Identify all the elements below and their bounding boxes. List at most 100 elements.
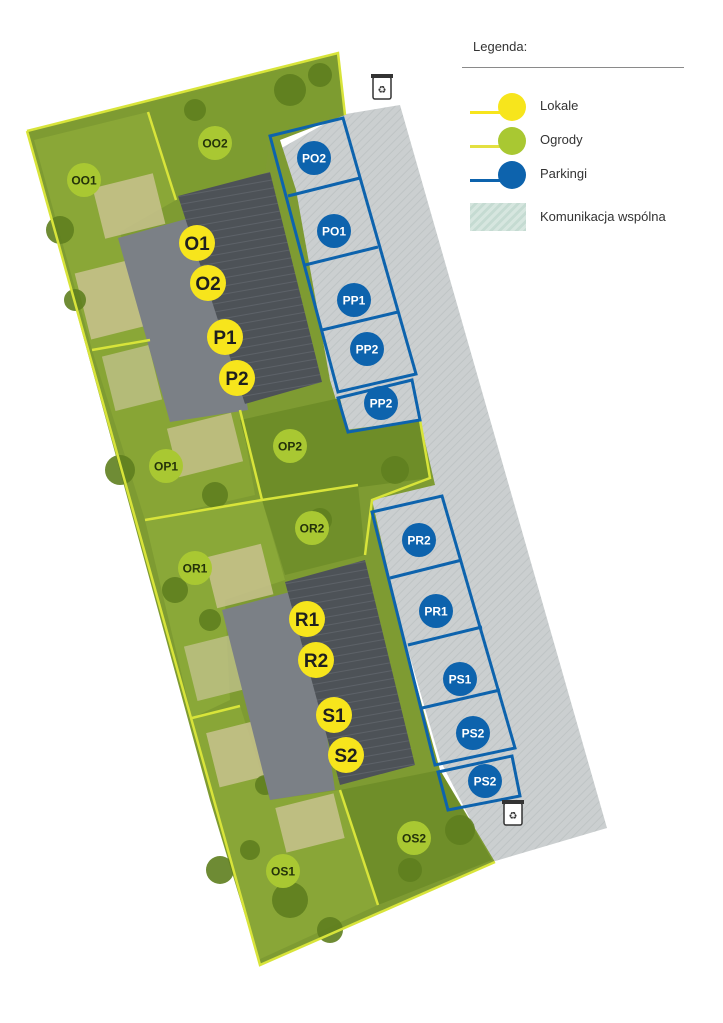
parking-marker-label: PS2 xyxy=(462,726,485,740)
garden-marker-label: OP2 xyxy=(278,439,302,453)
recycle-bin-icon: ♻ xyxy=(371,74,393,100)
parking-marker-pp2[interactable]: PP2 xyxy=(350,332,384,366)
parking-marker-circle xyxy=(402,523,436,557)
garden-marker-or2[interactable]: OR2 xyxy=(295,511,329,545)
terrace xyxy=(166,412,244,478)
parking-marker-circle xyxy=(337,283,371,317)
parking-marker-label: PR1 xyxy=(424,604,448,618)
recycle-bin-icon: ♻ xyxy=(502,800,524,826)
garden-marker-os1[interactable]: OS1 xyxy=(266,854,300,888)
garden-marker-op2[interactable]: OP2 xyxy=(273,429,307,463)
unit-marker-circle xyxy=(289,601,325,637)
parking-outlines xyxy=(268,116,522,812)
legend-dot-parking xyxy=(498,161,526,189)
parking-marker-pp1[interactable]: PP1 xyxy=(337,283,371,317)
terrace xyxy=(275,793,345,853)
terrace xyxy=(101,345,163,411)
garden-marker-or1[interactable]: OR1 xyxy=(178,551,212,585)
legend-label-gardens: Ogrody xyxy=(540,132,583,147)
legend-dot-units xyxy=(498,93,526,121)
garden-marker-circle xyxy=(295,511,329,545)
parking-marker-circle xyxy=(317,214,351,248)
parking-marker-po2[interactable]: PO2 xyxy=(297,141,331,175)
unit-marker-circle xyxy=(328,737,364,773)
unit-marker-r1[interactable]: R1 xyxy=(289,601,325,637)
parking-marker-label: PP1 xyxy=(343,293,366,307)
unit-marker-circle xyxy=(179,225,215,261)
parking-marker-circle xyxy=(419,594,453,628)
unit-marker-p2[interactable]: P2 xyxy=(219,360,255,396)
terrace xyxy=(92,173,166,239)
unit-marker-s2[interactable]: S2 xyxy=(328,737,364,773)
unit-marker-s1[interactable]: S1 xyxy=(316,697,352,733)
parking-marker-label: PP2 xyxy=(356,342,379,356)
parking-marker-label: PR2 xyxy=(407,533,431,547)
garden-marker-oo2[interactable]: OO2 xyxy=(198,126,232,160)
unit-marker-circle xyxy=(190,265,226,301)
building-north xyxy=(118,172,322,422)
legend-label-common-area: Komunikacja wspólna xyxy=(540,209,666,224)
unit-marker-circle xyxy=(219,360,255,396)
garden-marker-os2[interactable]: OS2 xyxy=(397,821,431,855)
garden-marker-circle xyxy=(198,126,232,160)
unit-marker-circle xyxy=(207,319,243,355)
unit-marker-label: O2 xyxy=(195,274,220,295)
legend-title: Legenda: xyxy=(473,39,528,54)
garden-marker-circle xyxy=(266,854,300,888)
garden-marker-label: OO1 xyxy=(71,173,97,187)
svg-text:♻: ♻ xyxy=(378,85,387,96)
garden-marker-label: OR1 xyxy=(183,561,208,575)
unit-marker-label: P2 xyxy=(225,369,248,390)
parking-marker-ps2[interactable]: PS2 xyxy=(468,764,502,798)
legend-label-parking: Parkingi xyxy=(540,166,587,181)
unit-marker-circle xyxy=(298,642,334,678)
parking-marker-label: PO1 xyxy=(322,224,346,238)
legend-line-parking xyxy=(470,179,512,182)
unit-marker-label: R2 xyxy=(304,651,328,672)
parking-marker-ps2[interactable]: PS2 xyxy=(456,716,490,750)
garden-marker-oo1[interactable]: OO1 xyxy=(67,163,101,197)
parking-marker-circle xyxy=(468,764,502,798)
parking-marker-circle xyxy=(297,141,331,175)
garden-marker-circle xyxy=(273,429,307,463)
garden-marker-circle xyxy=(149,449,183,483)
parking-marker-po1[interactable]: PO1 xyxy=(317,214,351,248)
parking-marker-circle xyxy=(350,332,384,366)
legend-swatch-common-area xyxy=(470,203,526,231)
parking-marker-circle xyxy=(364,386,398,420)
parking-marker-circle xyxy=(443,662,477,696)
garden-marker-label: OP1 xyxy=(154,459,178,473)
legend-line-gardens xyxy=(470,145,512,148)
unit-marker-p1[interactable]: P1 xyxy=(207,319,243,355)
legend-divider xyxy=(462,67,684,68)
parking-marker-pp2[interactable]: PP2 xyxy=(364,386,398,420)
unit-marker-r2[interactable]: R2 xyxy=(298,642,334,678)
parking-marker-label: PS2 xyxy=(474,774,497,788)
parking-marker-label: PO2 xyxy=(302,151,326,165)
unit-marker-label: R1 xyxy=(295,610,320,631)
garden-marker-label: OR2 xyxy=(300,521,325,535)
garden-marker-circle xyxy=(178,551,212,585)
unit-marker-label: S1 xyxy=(322,706,346,727)
garden-marker-circle xyxy=(67,163,101,197)
unit-marker-o2[interactable]: O2 xyxy=(190,265,226,301)
unit-marker-label: O1 xyxy=(184,234,210,255)
parking-marker-pr2[interactable]: PR2 xyxy=(402,523,436,557)
unit-marker-circle xyxy=(316,697,352,733)
svg-text:♻: ♻ xyxy=(509,811,518,822)
garden-marker-label: OS2 xyxy=(402,831,426,845)
unit-marker-label: P1 xyxy=(213,328,237,349)
unit-marker-o1[interactable]: O1 xyxy=(179,225,215,261)
legend-dot-gardens xyxy=(498,127,526,155)
terrace xyxy=(204,543,274,609)
garden-marker-label: OO2 xyxy=(202,136,228,150)
parking-marker-label: PS1 xyxy=(449,672,472,686)
parking-marker-circle xyxy=(456,716,490,750)
parking-marker-pr1[interactable]: PR1 xyxy=(419,594,453,628)
garden-marker-circle xyxy=(397,821,431,855)
garden-marker-op1[interactable]: OP1 xyxy=(149,449,183,483)
parking-marker-ps1[interactable]: PS1 xyxy=(443,662,477,696)
garden-marker-label: OS1 xyxy=(271,864,295,878)
